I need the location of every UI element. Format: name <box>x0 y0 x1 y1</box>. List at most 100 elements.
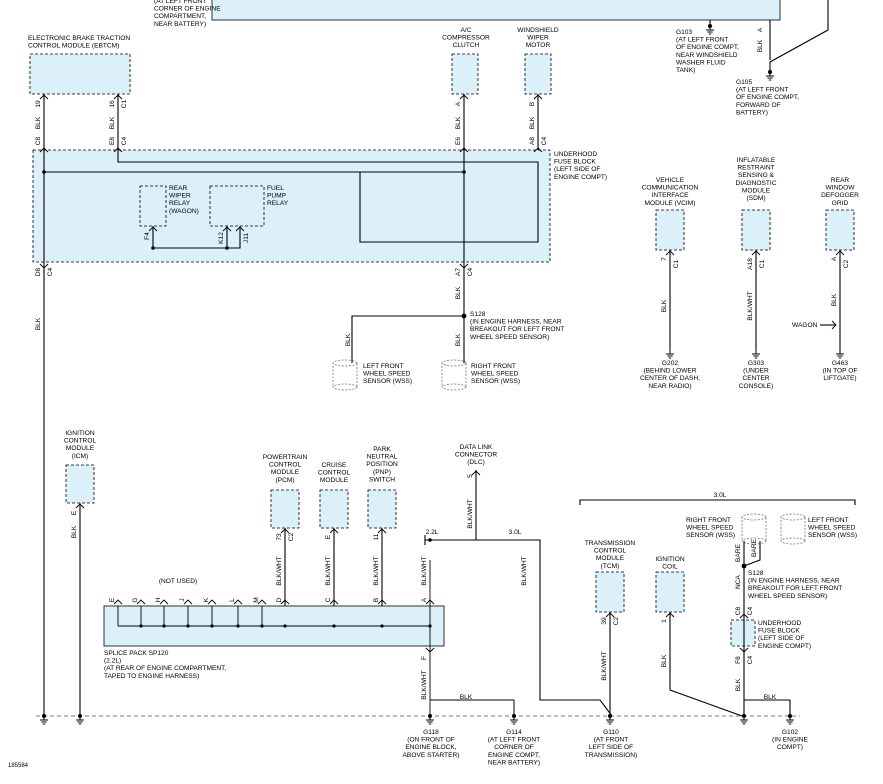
wire-label-w-c1: C1 <box>121 99 128 108</box>
sdm-box <box>741 209 771 251</box>
label-not-used: (NOT USED) <box>159 578 197 585</box>
ground-right-1-icon <box>739 715 749 725</box>
ign-coil-box <box>655 571 685 613</box>
tcm-box <box>595 571 625 613</box>
g110-ground-icon <box>605 715 615 725</box>
label-wagon: WAGON <box>792 322 818 329</box>
wire-label-w-blk-3: BLK <box>455 116 462 129</box>
wire-label-w-blk-2: BLK <box>109 116 116 129</box>
lf-wss-top-sensor <box>332 359 358 391</box>
ac-clutch-box <box>451 53 479 95</box>
wire-label-w-blkwht-5: BLK/WHT <box>373 556 380 585</box>
wire-label-w-blk-6: BLK <box>455 286 462 299</box>
wire-label-w-def-a: A <box>831 256 838 261</box>
wire-label-w-c4c: C4 <box>47 267 54 276</box>
lf-wss-bottom-sensor <box>780 513 806 545</box>
g202-ground-icon <box>665 349 675 359</box>
rear-wiper-relay-box <box>139 185 167 227</box>
wire-label-w-c4a: C4 <box>121 136 128 145</box>
wire-label-w-blkwht-1: BLK/WHT <box>747 291 754 320</box>
wire-label-w-f4: F4 <box>144 232 151 240</box>
wire-label-w-pin-k: K <box>203 597 210 602</box>
wire-label-w-blk-12: BLK <box>661 654 668 667</box>
wire-label-w-a18: A18 <box>747 258 754 270</box>
wire-label-w-pin-c: C <box>325 597 332 602</box>
label-v22: 2.2L <box>426 529 439 536</box>
wire-label-w-bare-1: BARE <box>735 543 742 562</box>
wire-label-w-j11: J11 <box>243 233 250 243</box>
cruise-box <box>319 489 349 529</box>
g303-ground-icon <box>751 349 761 359</box>
wire-label-w-c1b: C1 <box>673 259 680 268</box>
wire-label-w-bare-2: BARE <box>751 538 758 557</box>
wire-label-w-pin-g: G <box>132 597 139 602</box>
g105-ground-icon <box>765 71 775 81</box>
wire-label-w-a7: A7 <box>455 268 462 276</box>
ebtcm-box <box>29 53 131 95</box>
wire-label-w-c8: C8 <box>35 136 42 145</box>
wire-label-w-19: 19 <box>35 100 42 108</box>
splice-dots <box>42 24 792 718</box>
defogger-box <box>825 209 855 251</box>
wire-label-w-blk-4: BLK <box>529 116 536 129</box>
g114-ground-icon <box>509 715 519 725</box>
wire-label-w-pin-l: L <box>229 598 236 602</box>
wire-label-w-c1c: C1 <box>759 259 766 268</box>
rf-wss-top-sensor <box>441 359 467 391</box>
wire-label-w-blk-13: BLK <box>735 678 742 691</box>
wire-label-w-blk-8: BLK <box>455 333 462 346</box>
g103-ground-icon <box>705 25 715 35</box>
wire-label-w-blkwht-9: BLK/WHT <box>421 670 428 699</box>
wires <box>43 0 856 717</box>
fuse-block-bottom-box <box>730 619 756 647</box>
fuse-block-top-box <box>32 149 551 263</box>
wire-label-w-blkwht-4: BLK/WHT <box>325 556 332 585</box>
g118-ground-icon <box>425 715 435 725</box>
wire-label-w-11: 11 <box>373 533 380 540</box>
wire-label-w-nca: NCA <box>735 574 742 589</box>
top-module-box <box>211 0 781 21</box>
wire-label-w-pin-b: B <box>373 597 380 602</box>
wire-label-w-pin-h: H <box>155 597 162 602</box>
wire-label-w-e8: E8 <box>109 137 116 145</box>
wire-label-w-c2b: C2 <box>288 532 295 541</box>
vcim-box <box>655 209 685 251</box>
wire-label-w-f: F <box>421 656 428 660</box>
wire-label-w-e6: E6 <box>455 137 462 145</box>
wire-label-w-blk-a: BLK <box>757 39 764 52</box>
wire-label-w-blk-1: BLK <box>35 116 42 129</box>
wire-label-w-c8b: C8 <box>735 606 742 615</box>
wire-label-w-blkwht-3: BLK/WHT <box>276 556 283 585</box>
wire-label-w-73: 73 <box>276 533 283 541</box>
wire-label-w-k12: K12 <box>218 232 225 244</box>
wire-label-w-c4e: C4 <box>747 606 754 615</box>
wire-label-w-a: A <box>757 27 764 32</box>
wire-label-w-c2: C2 <box>843 259 850 268</box>
wiper-motor-box <box>524 53 552 95</box>
wire-label-w-pin-m: M <box>253 597 260 603</box>
wire-label-w-pin-a: A <box>421 597 428 602</box>
